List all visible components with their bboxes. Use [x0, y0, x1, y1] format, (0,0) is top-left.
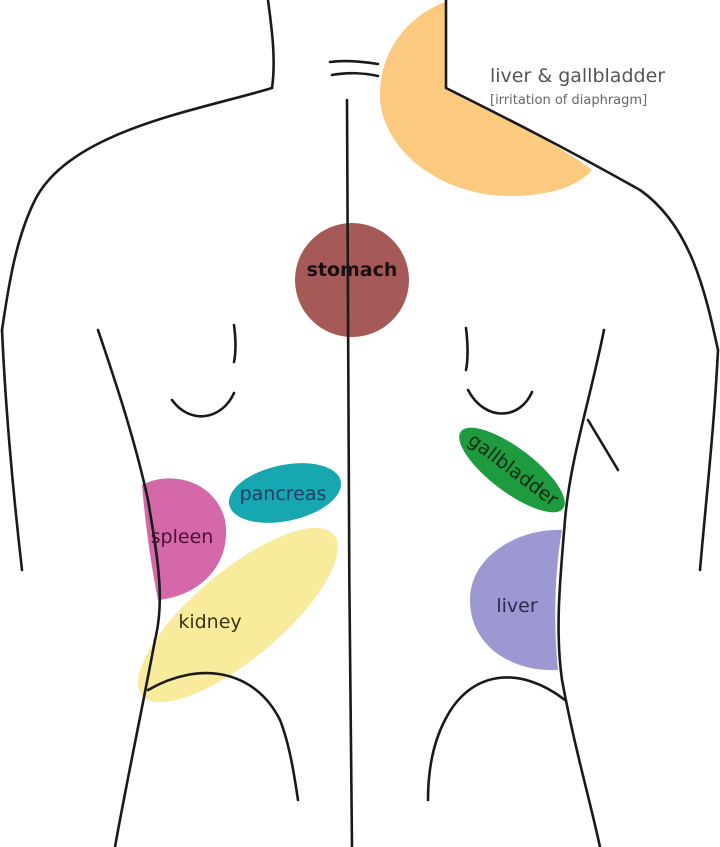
- liver-label: liver: [496, 595, 537, 617]
- gallbladder-region: [459, 427, 565, 513]
- subtitle-label: [irritation of diaphragm]: [490, 93, 647, 108]
- title-label: liver & gallbladder: [490, 65, 665, 87]
- kidney-region: [138, 527, 338, 703]
- kidney-label: kidney: [178, 611, 241, 633]
- stomach-label: stomach: [307, 259, 398, 281]
- liver-region: [470, 529, 562, 671]
- pancreas-label: pancreas: [240, 483, 327, 505]
- pancreas-region: [228, 463, 342, 523]
- spleen-region: [142, 478, 227, 600]
- stomach-region: [295, 223, 409, 337]
- liver-gallbladder-shoulder-region: [379, 2, 592, 196]
- spleen-label: spleen: [151, 526, 214, 548]
- gallbladder-label: gallbladder: [464, 429, 563, 511]
